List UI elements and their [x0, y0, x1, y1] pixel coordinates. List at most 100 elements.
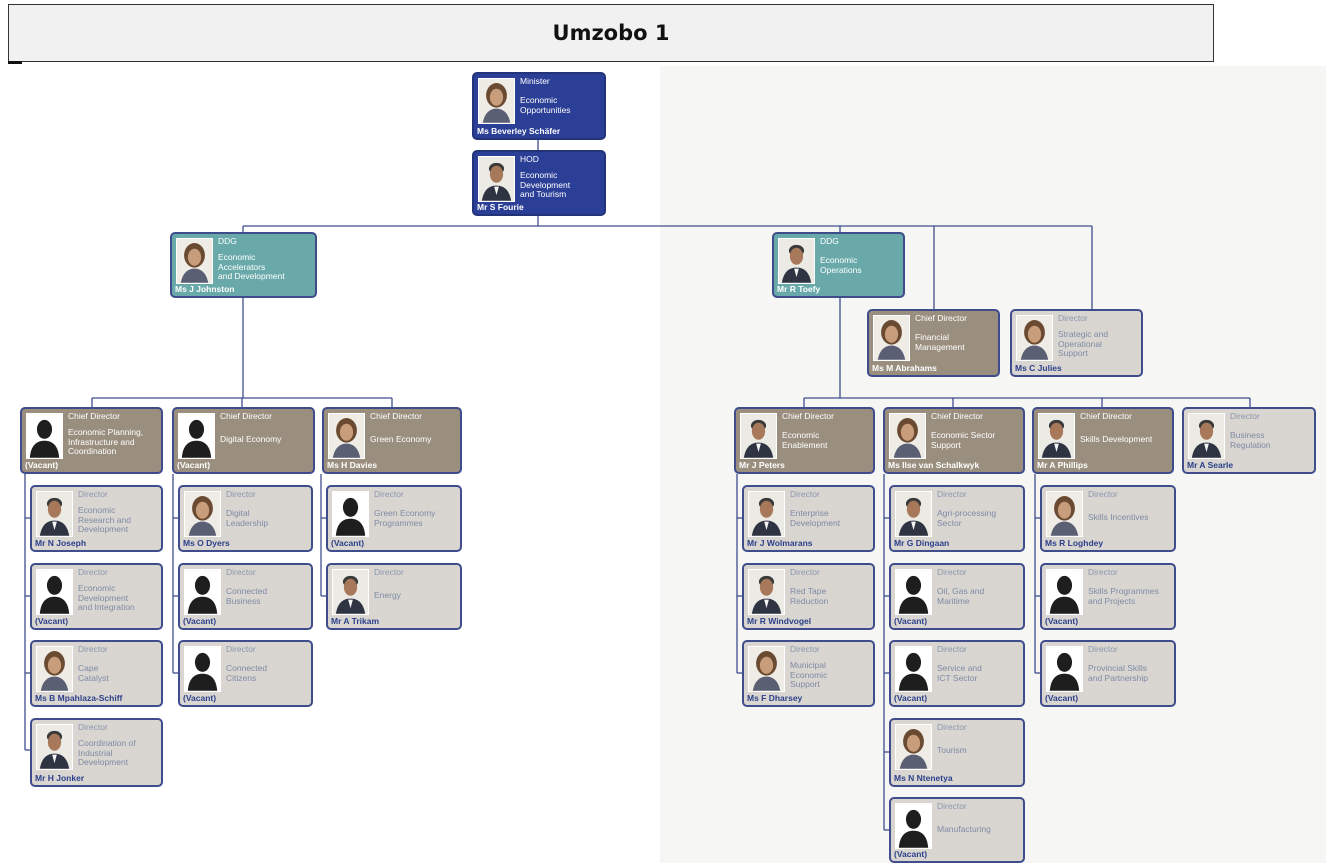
- person-name: Ms B Mpahlaza-Schiff: [35, 693, 123, 703]
- role-title: Chief Director: [931, 411, 983, 421]
- role-title: Director: [937, 644, 967, 654]
- unit-description: Economic Operations: [820, 255, 862, 275]
- role-title: Director: [78, 567, 108, 577]
- role-title: DDG: [218, 236, 237, 246]
- portrait-photo: [748, 491, 785, 537]
- role-title: Director: [78, 489, 108, 499]
- header-bar: Umzobo 1: [8, 4, 1214, 62]
- unit-description: Manufacturing: [937, 824, 991, 834]
- person-name: Mr H Jonker: [35, 773, 85, 783]
- role-title: Director: [226, 567, 256, 577]
- person-name: Ms H Davies: [327, 460, 378, 470]
- role-title: Director: [937, 489, 967, 499]
- person-name: (Vacant): [331, 538, 365, 548]
- unit-description: Red Tape Reduction: [790, 586, 829, 606]
- unit-description: Economic Sector Support: [931, 430, 996, 450]
- role-title: Chief Director: [370, 411, 422, 421]
- unit-description: Economic Enablement: [782, 430, 828, 450]
- page-title: Umzobo 1: [552, 21, 670, 45]
- header-divider: [8, 61, 22, 64]
- person-name: (Vacant): [35, 616, 69, 626]
- role-title: Director: [226, 644, 256, 654]
- person-name: Ms R Loghdey: [1045, 538, 1104, 548]
- role-title: Director: [790, 644, 820, 654]
- unit-description: Economic Planning, Infrastructure and Co…: [68, 427, 144, 456]
- person-name: Ms Ilse van Schalkwyk: [888, 460, 980, 470]
- unit-description: Digital Economy: [220, 434, 282, 444]
- unit-description: Coordination of Industrial Development: [78, 738, 136, 767]
- person-name: (Vacant): [183, 693, 217, 703]
- org-card-ddg1: DDG Economic Accelerators and Development…: [170, 232, 317, 298]
- person-name: Mr J Peters: [739, 460, 785, 470]
- person-name: (Vacant): [1045, 616, 1079, 626]
- role-title: Chief Director: [68, 411, 120, 421]
- portrait-photo: [478, 78, 515, 124]
- portrait-photo: [478, 156, 515, 202]
- role-title: Director: [937, 722, 967, 732]
- portrait-photo: [1046, 491, 1083, 537]
- unit-description: Financial Management: [915, 332, 965, 352]
- unit-description: Municipal Economic Support: [790, 660, 828, 689]
- vacant-silhouette-icon: [332, 491, 369, 537]
- unit-description: Skills Programmes and Projects: [1088, 586, 1159, 606]
- portrait-photo: [1038, 413, 1075, 459]
- unit-description: Oil, Gas and Maritime: [937, 586, 985, 606]
- person-name: Mr R Windvogel: [747, 616, 812, 626]
- person-name: Mr N Joseph: [35, 538, 87, 548]
- unit-description: Connected Business: [226, 586, 268, 606]
- portrait-photo: [176, 238, 213, 284]
- person-name: Ms M Abrahams: [872, 363, 937, 373]
- unit-description: Cape Catalyst: [78, 663, 109, 683]
- unit-description: Economic Accelerators and Development: [218, 252, 285, 281]
- role-title: Minister: [520, 76, 550, 86]
- role-title: Director: [374, 567, 404, 577]
- unit-description: Green Economy: [370, 434, 432, 444]
- unit-description: Agri-processing Sector: [937, 508, 997, 528]
- unit-description: Energy: [374, 590, 401, 600]
- unit-description: Economic Development and Tourism: [520, 170, 571, 199]
- unit-description: Business Regulation: [1230, 430, 1271, 450]
- person-name: (Vacant): [25, 460, 59, 470]
- portrait-photo: [889, 413, 926, 459]
- unit-description: Strategic and Operational Support: [1058, 329, 1109, 358]
- role-title: Director: [937, 801, 967, 811]
- portrait-photo: [740, 413, 777, 459]
- role-title: Director: [1230, 411, 1260, 421]
- role-title: Director: [78, 644, 108, 654]
- unit-description: Connected Citizens: [226, 663, 268, 683]
- role-title: HOD: [520, 154, 539, 164]
- vacant-silhouette-icon: [184, 646, 221, 692]
- person-name: Mr R Toefy: [777, 284, 821, 294]
- portrait-photo: [36, 724, 73, 770]
- person-name: Ms Beverley Schäfer: [477, 126, 561, 136]
- role-title: Director: [1088, 567, 1118, 577]
- person-name: Mr A Trikam: [331, 616, 380, 626]
- unit-description: Economic Opportunities: [520, 95, 571, 115]
- person-name: Ms J Johnston: [175, 284, 235, 294]
- person-name: (Vacant): [183, 616, 217, 626]
- unit-description: Economic Research and Development: [78, 505, 131, 534]
- unit-description: Economic Development and Integration: [78, 583, 135, 612]
- unit-description: Enterprise Development: [790, 508, 841, 528]
- portrait-photo: [184, 491, 221, 537]
- role-title: Director: [1088, 644, 1118, 654]
- person-name: (Vacant): [894, 693, 928, 703]
- role-title: Director: [1058, 313, 1088, 323]
- vacant-silhouette-icon: [895, 803, 932, 849]
